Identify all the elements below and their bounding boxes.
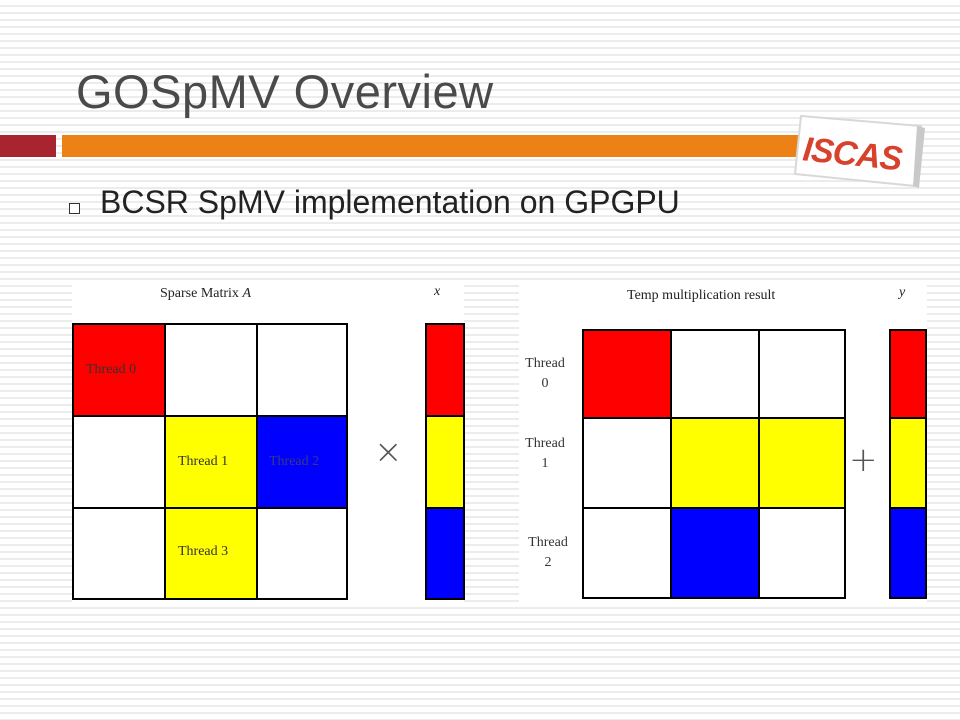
title-accent-bar-red xyxy=(0,135,56,157)
multiply-operator: × xyxy=(374,432,403,472)
result-block-0-0 xyxy=(582,329,672,419)
result-block-2-0 xyxy=(582,507,672,599)
matrix-block-1-1 xyxy=(164,415,258,509)
thread-2-label: Thread 2 xyxy=(269,454,320,469)
bullet-icon xyxy=(69,203,80,214)
vector-y-segment-0 xyxy=(889,329,927,419)
vector-y-segment-2 xyxy=(889,507,927,599)
result-block-0-1 xyxy=(670,329,760,419)
result-block-1-0 xyxy=(582,417,672,509)
sparse-matrix-caption: Sparse Matrix A xyxy=(160,286,251,301)
vector-y-segment-1 xyxy=(889,417,927,509)
matrix-block-0-1 xyxy=(164,323,258,417)
result-block-1-2 xyxy=(758,417,846,509)
title-accent-bar-orange xyxy=(62,135,844,157)
result-block-2-1 xyxy=(670,507,760,599)
matrix-block-1-0 xyxy=(72,415,166,509)
vector-x-segment-2 xyxy=(425,507,465,600)
thread-0-label: Thread 0 xyxy=(86,362,137,377)
matrix-block-2-1 xyxy=(164,507,258,600)
matrix-block-0-0 xyxy=(72,323,166,417)
add-operator: + xyxy=(849,440,878,480)
sparse-matrix-figure: Sparse Matrix A x Thread 0 Thread 1 Thre… xyxy=(72,282,465,602)
matrix-block-0-2 xyxy=(256,323,348,417)
temp-result-caption: Temp multiplication result xyxy=(627,288,776,303)
matrix-block-2-2 xyxy=(256,507,348,600)
thread-1-label: Thread 1 xyxy=(178,454,229,469)
vector-x-segment-0 xyxy=(425,323,465,417)
vector-x-label: x xyxy=(434,284,441,299)
result-block-2-2 xyxy=(758,507,846,599)
vector-x-segment-1 xyxy=(425,415,465,509)
thread-3-label: Thread 3 xyxy=(178,544,229,559)
vector-y-label: y xyxy=(899,285,906,300)
result-block-1-1 xyxy=(670,417,760,509)
result-block-0-2 xyxy=(758,329,846,419)
iscas-logo: ISCAS xyxy=(793,114,925,188)
bullet-text: BCSR SpMV implementation on GPGPU xyxy=(100,184,680,220)
matrix-block-1-2 xyxy=(256,415,348,509)
matrix-block-2-0 xyxy=(72,507,166,600)
slide-title: GOSpMV Overview xyxy=(76,65,494,118)
